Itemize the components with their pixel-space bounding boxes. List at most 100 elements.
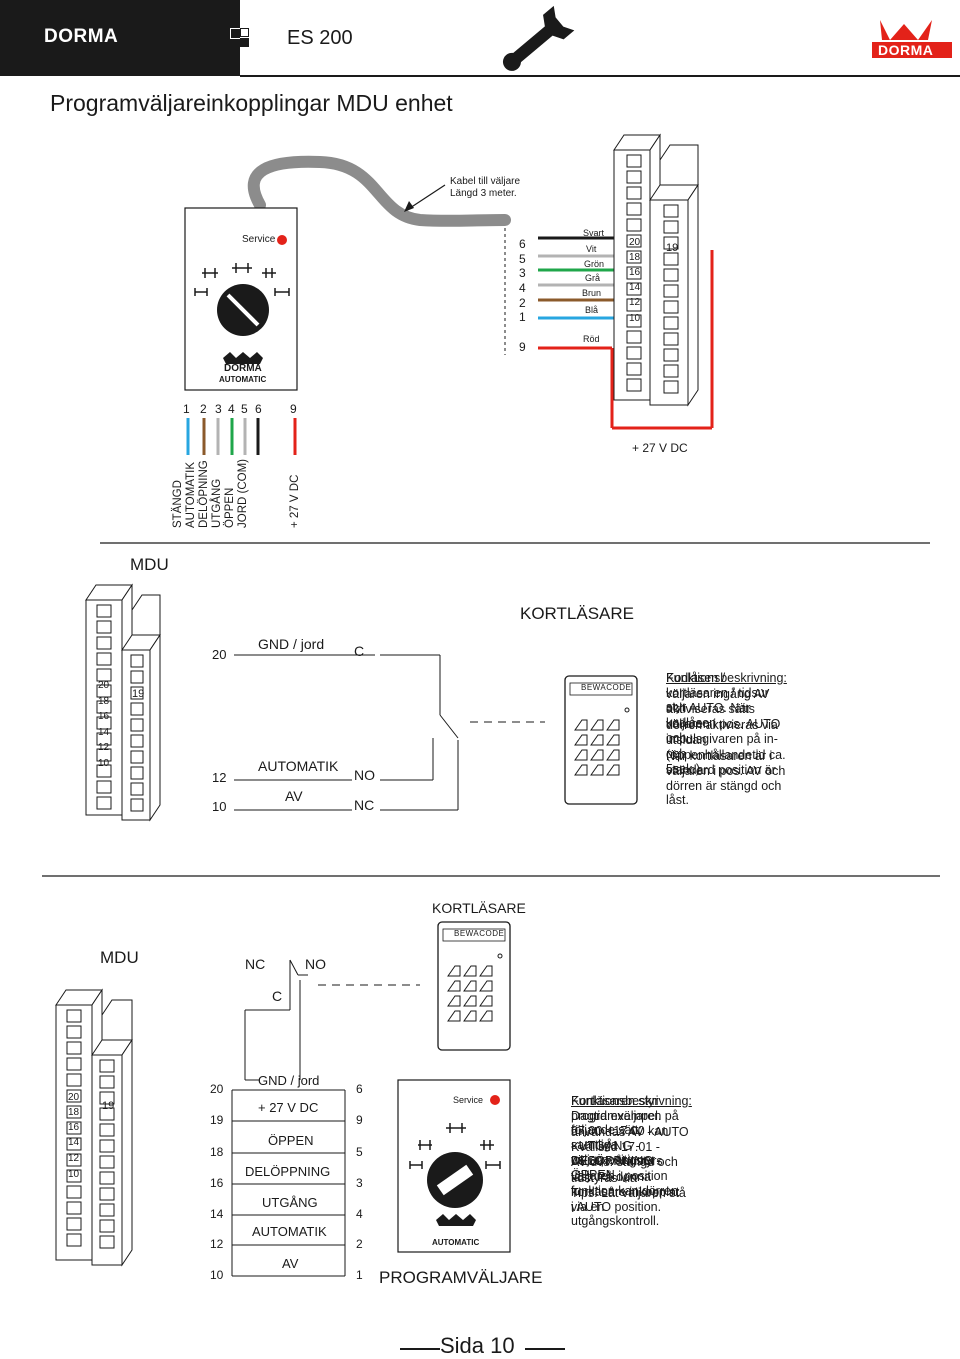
- bottom-number: 5: [241, 402, 248, 416]
- terminal-number: 16: [629, 267, 641, 278]
- terminal-cell: [663, 348, 679, 362]
- ladder-right-number: 1: [356, 1268, 363, 1282]
- terminal-cell: [663, 380, 679, 394]
- rotary-knob-icon-bottom: [427, 1152, 483, 1208]
- header-square-black-2: [240, 38, 249, 47]
- terminal-cell: [66, 1089, 82, 1103]
- footer-rule-right: [525, 1348, 565, 1350]
- bot-no: NO: [305, 956, 326, 972]
- terminal-cell: [96, 636, 112, 650]
- desc-line: väljaren ingång AV och AUTO. När kodlåse…: [666, 686, 770, 730]
- terminal-cell: [66, 1233, 82, 1247]
- bot-c: C: [272, 988, 283, 1004]
- terminal-cells-top-right: [663, 204, 679, 394]
- terminal-cells-middle-right: [130, 654, 144, 812]
- terminal-cell: [626, 266, 642, 280]
- switch-service-label: Service: [242, 234, 276, 245]
- ladder-function: AUTOMATIK: [252, 1224, 327, 1239]
- terminal-cell: [663, 252, 679, 266]
- ladder-function: + 27 V DC: [258, 1100, 319, 1115]
- pin-number: 2: [519, 296, 526, 310]
- cable: [247, 155, 511, 227]
- wire-color-label: Vit: [586, 244, 597, 254]
- terminal-cell: [66, 1105, 82, 1119]
- terminal-number: 12: [68, 1153, 80, 1164]
- keypad-key: [590, 734, 604, 746]
- desc-line: Dagtid exempel. 07.00 - 17.00 kan samtli…: [571, 1109, 669, 1168]
- switch-brand: DORMA: [224, 363, 262, 374]
- desc-line: Kodlåsen / kortläsaren / tidsur styr: [666, 671, 769, 715]
- ladder-left-number: 20: [210, 1082, 224, 1096]
- mid-nc: NC: [354, 797, 375, 813]
- reader-brand-middle: BEWACODE: [581, 683, 632, 692]
- header-brand: DORMA: [44, 26, 119, 47]
- function-label: AUTOMATIK: [185, 461, 197, 528]
- terminal-cell: [626, 346, 642, 360]
- terminal-cell: [130, 798, 144, 812]
- terminal-cell: [99, 1235, 115, 1249]
- ladder-left-number: 14: [210, 1207, 224, 1221]
- terminal-cell: [626, 154, 642, 168]
- terminal-cell: [130, 654, 144, 668]
- terminal-cell: [663, 236, 679, 250]
- keypad-key: [606, 719, 620, 731]
- wire-color-label: Grå: [585, 273, 601, 283]
- bottom-number: 9: [290, 402, 297, 416]
- desc-line: dörren aktivieras via impulsgivaren på i…: [666, 717, 778, 761]
- desc-line: tidstyras via kortläsare inkopplat via e…: [571, 1170, 680, 1229]
- terminal-cell: [626, 218, 642, 232]
- terminal-cell: [66, 1009, 82, 1023]
- terminal-cell: [96, 780, 112, 794]
- keypad-indicator: [497, 953, 503, 959]
- dorma-logo-icon: [872, 20, 952, 58]
- terminal-cell: [663, 284, 679, 298]
- bottom-description: Funktionsbeskrivning: Kortläsaren styr p…: [571, 1094, 692, 1228]
- reader-brand-bottom: BEWACODE: [454, 929, 505, 938]
- terminal-cell: [96, 668, 112, 682]
- keypad-key: [606, 749, 620, 761]
- terminal-block-top: [613, 133, 699, 407]
- bottom-number: 6: [255, 402, 262, 416]
- keypad-key: [463, 980, 477, 992]
- terminal-cells-top-left: [626, 154, 642, 392]
- terminal-cell: [66, 1169, 82, 1183]
- terminal-cell: [663, 268, 679, 282]
- keypad-key: [606, 734, 620, 746]
- pin-number: 3: [519, 266, 526, 280]
- pin-number: 9: [519, 340, 526, 354]
- pin-number: 6: [519, 237, 526, 251]
- terminal-cell: [96, 732, 112, 746]
- terminal-cell: [99, 1139, 115, 1153]
- header-square-outline: [240, 28, 249, 37]
- wire-color-label: Röd: [583, 334, 600, 344]
- mid-av: AV: [285, 788, 303, 804]
- supply-label: + 27 V DC: [289, 474, 301, 528]
- terminal-cell: [663, 220, 679, 234]
- terminal-cell: [663, 204, 679, 218]
- terminal-cell: [626, 314, 642, 328]
- terminal-number: 14: [68, 1137, 80, 1148]
- terminal-cell: [626, 202, 642, 216]
- terminal-cell: [66, 1153, 82, 1167]
- terminal-cell: [99, 1091, 115, 1105]
- ladder-function: DELÖPPNING: [245, 1164, 331, 1179]
- keypad-key: [463, 965, 477, 977]
- mid-c: C: [354, 643, 365, 659]
- terminal-cell: [663, 332, 679, 346]
- ladder-right-number: 4: [356, 1207, 363, 1221]
- terminal-cell: [663, 364, 679, 378]
- terminal-cells-middle-left: [96, 604, 112, 810]
- keypad-key: [447, 1010, 461, 1022]
- switch-position-marks-top: [194, 263, 290, 296]
- desc-line: Kvällstid 17.01 - 06.59 tvångstyrs välja…: [571, 1139, 668, 1184]
- supply-right: + 27 V DC: [632, 441, 688, 455]
- terminal-number: 16: [98, 711, 110, 722]
- programvaljare-label: PROGRAMVÄLJARE: [379, 1268, 543, 1287]
- bottom-relay-wiring: [244, 959, 420, 1081]
- keypad-key: [447, 965, 461, 977]
- mid-num-12: 12: [212, 770, 227, 785]
- ladder-left-number: 19: [210, 1113, 224, 1127]
- keypad-key: [606, 764, 620, 776]
- bottom-number: 1: [183, 402, 190, 416]
